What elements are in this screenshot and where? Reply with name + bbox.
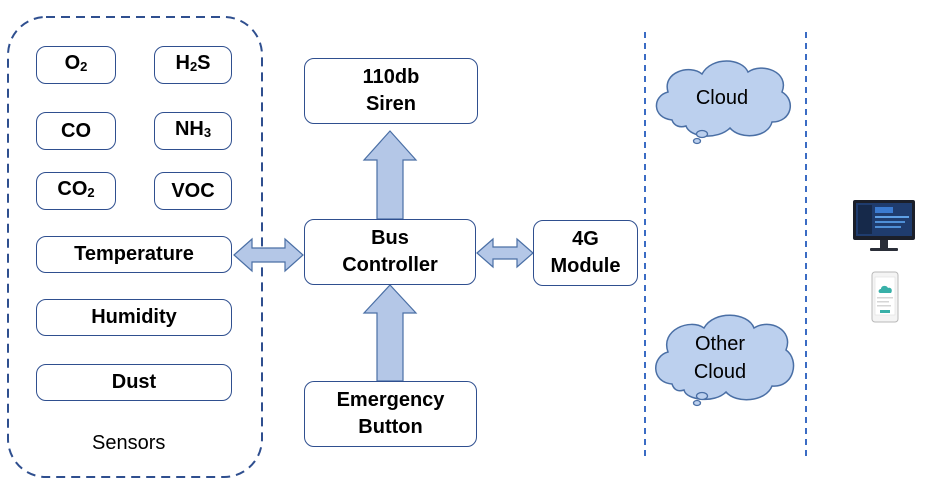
humidity-sensor: Humidity [36, 299, 232, 336]
arrow-emergency-to-bus [362, 284, 418, 382]
cloud-shape-1 [655, 60, 792, 145]
bus-line2: Controller [342, 254, 438, 276]
4g-module-box: 4G Module [533, 220, 638, 286]
other-cloud-label: Other Cloud [670, 330, 770, 386]
dust-label: Dust [111, 371, 157, 393]
humidity-label: Humidity [91, 306, 177, 328]
o2-subscript: 2 [80, 59, 88, 74]
other-cloud-line1: Other [694, 333, 746, 355]
co2-label: CO [57, 178, 88, 200]
h2s-subscript: 2 [189, 59, 198, 74]
module-line1: 4G [572, 228, 599, 250]
nh3-sensor: NH3 [154, 112, 232, 150]
co2-sensor: CO2 [36, 172, 116, 210]
emergency-line1: Emergency [336, 389, 445, 411]
o2-label: O [64, 52, 81, 74]
temperature-label: Temperature [74, 243, 194, 265]
h2s-tail: S [197, 52, 211, 74]
nh3-label: NH [174, 118, 204, 140]
co-sensor: CO [36, 112, 116, 150]
monitor-icon [853, 200, 915, 251]
co-label: CO [61, 119, 91, 142]
siren-line2: Siren [365, 93, 416, 115]
nh3-subscript: 3 [203, 125, 212, 140]
sensors-group-border [7, 16, 263, 478]
co2-subscript: 2 [87, 185, 95, 200]
voc-sensor: VOC [154, 172, 232, 210]
cloud-shape-2 [655, 314, 795, 407]
h2s-sensor: H2S [154, 46, 232, 84]
h2s-label: H [175, 52, 190, 74]
smartphone-icon [871, 271, 899, 323]
temperature-sensor: Temperature [36, 236, 232, 273]
siren-line1: 110db [362, 66, 420, 88]
sensors-caption: Sensors [92, 432, 166, 454]
other-cloud-line2: Cloud [693, 361, 747, 383]
bus-line1: Bus [371, 227, 409, 249]
o2-sensor: O2 [36, 46, 116, 84]
arrow-bus-to-siren [362, 130, 418, 220]
voc-label: VOC [171, 179, 215, 202]
arrow-bus-module-bidirectional [476, 237, 534, 269]
arrow-sensors-bus-bidirectional [233, 237, 304, 273]
cloud-label: Cloud [695, 87, 749, 109]
module-line2: Module [550, 255, 621, 277]
emergency-line2: Button [358, 416, 423, 438]
dust-sensor: Dust [36, 364, 232, 401]
